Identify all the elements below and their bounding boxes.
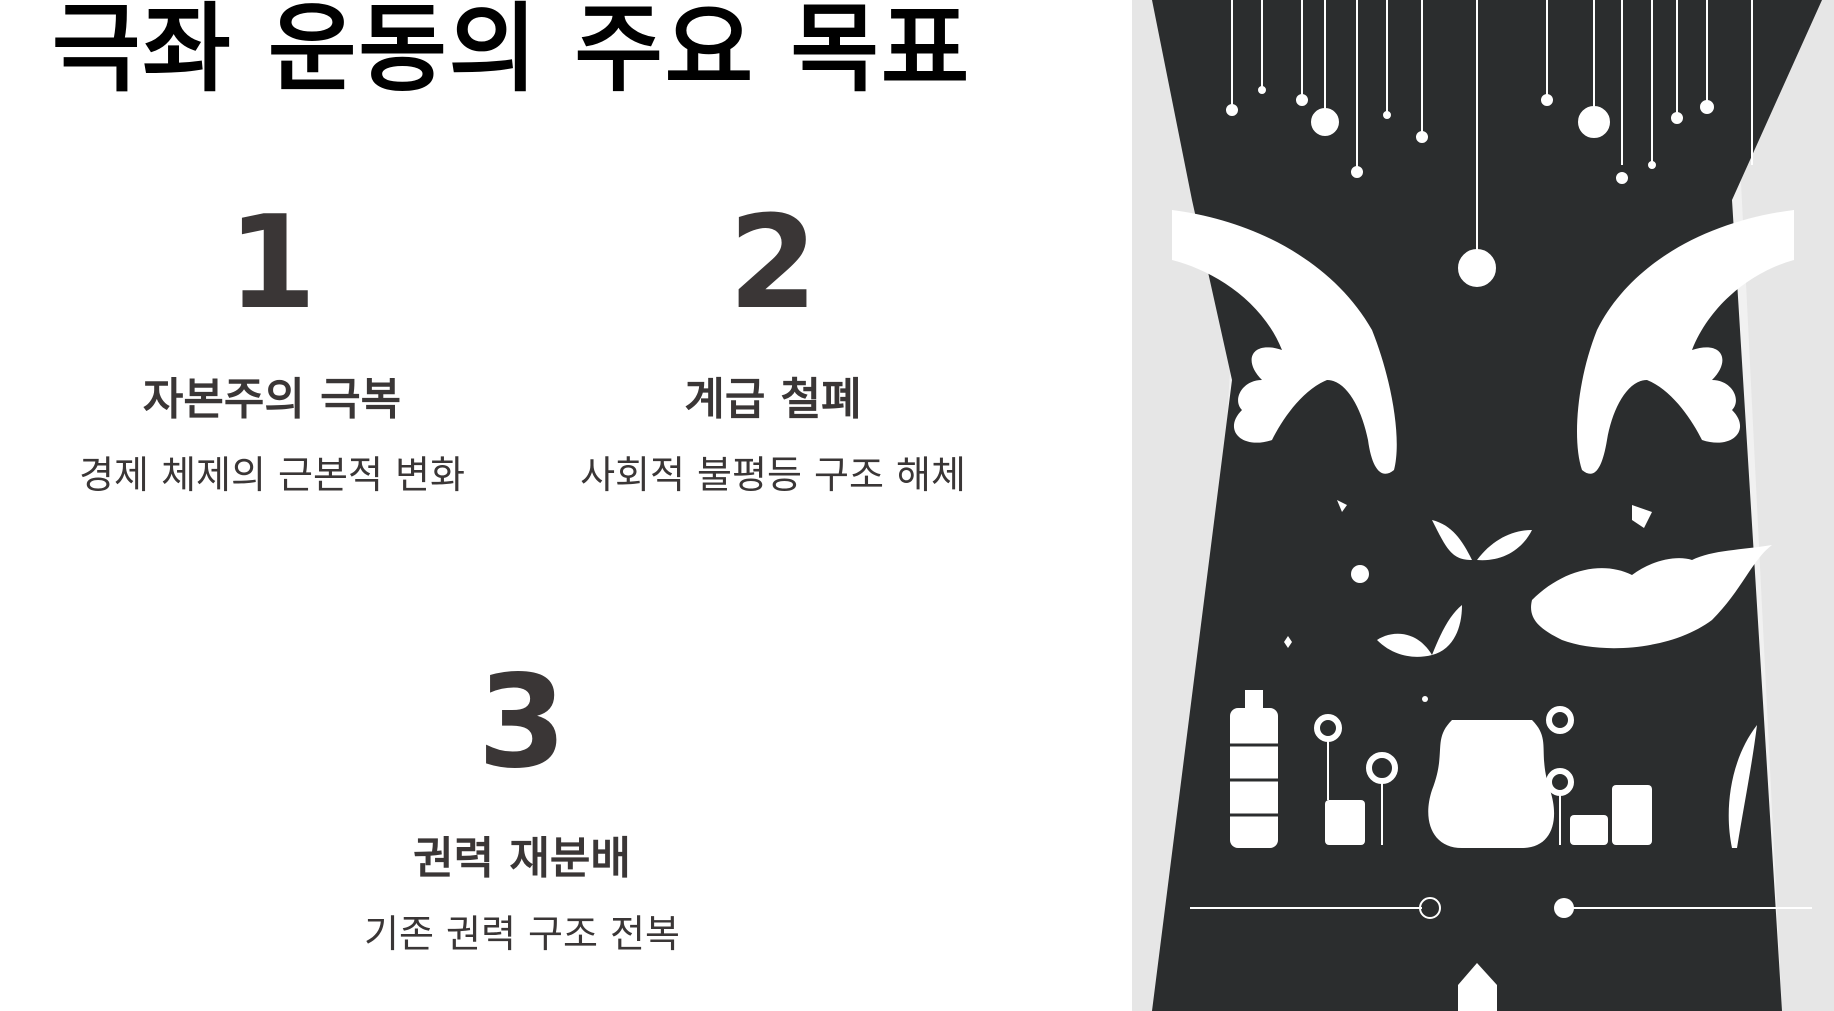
plant-sprig-icon — [1728, 725, 1757, 848]
goal-heading: 계급 철폐 — [684, 374, 862, 425]
hand-right — [1577, 210, 1794, 474]
stems — [1327, 740, 1561, 845]
goal-description: 사회적 불평등 구조 해체 — [580, 452, 966, 497]
goal-heading: 자본주의 극복 — [142, 374, 402, 425]
content-panel: 극좌 운동의 주요 목표 1 자본주의 극복 경제 체제의 근본적 변화 2 계… — [42, 0, 1003, 957]
goal-number: 1 — [227, 189, 317, 338]
goal-description: 기존 권력 구조 전복 — [364, 911, 680, 956]
goal-item-1: 1 자본주의 극복 경제 체제의 근본적 변화 — [42, 200, 502, 498]
hand-open — [1531, 545, 1772, 649]
goal-description: 경제 체제의 근본적 변화 — [79, 452, 465, 497]
house-gear-icon — [1458, 963, 1497, 1011]
hanging-beads — [1226, 0, 1753, 287]
goal-item-2: 2 계급 철폐 사회적 불평등 구조 해체 — [543, 200, 1003, 498]
hand-left — [1172, 210, 1397, 474]
leaves-sparkles — [1284, 500, 1652, 702]
dark-backdrop-shape — [1152, 0, 1822, 1011]
goal-number: 3 — [477, 648, 567, 797]
redistribution-illustration — [1132, 0, 1834, 1011]
balance-line — [1190, 897, 1812, 919]
jar-icon — [1230, 690, 1278, 848]
goal-item-3: 3 권력 재분배 기존 권력 구조 전복 — [292, 659, 752, 957]
goal-heading: 권력 재분배 — [413, 833, 631, 884]
slide-title: 극좌 운동의 주요 목표 — [52, 0, 972, 105]
coin-stack-icon — [1325, 785, 1652, 845]
money-bag-icon — [1428, 720, 1555, 848]
goal-number: 2 — [728, 189, 818, 338]
